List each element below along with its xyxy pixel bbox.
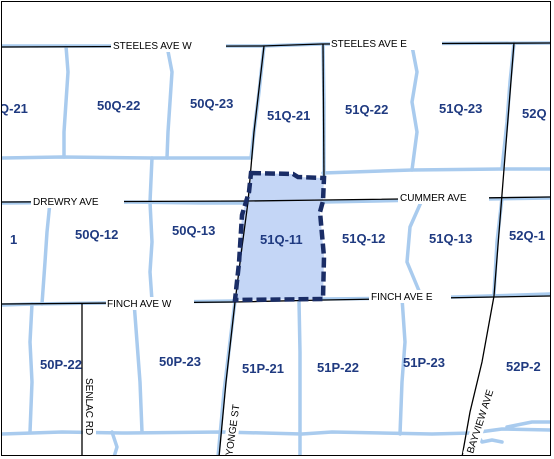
street-label-senlac: SENLAC RD bbox=[83, 378, 94, 435]
selected-tile-51q11[interactable] bbox=[235, 173, 324, 300]
tile-label: 50Q-13 bbox=[172, 223, 215, 238]
tile-label: 51P-23 bbox=[403, 355, 445, 370]
tile-label: 52Q bbox=[522, 106, 547, 121]
tile-label: 50Q-23 bbox=[190, 96, 233, 111]
tile-label: 51Q-12 bbox=[342, 231, 385, 246]
tile-label: 50P-23 bbox=[159, 354, 201, 369]
tile-label: 50P-22 bbox=[40, 357, 82, 372]
tile-label: 51P-22 bbox=[317, 360, 359, 375]
street-label-finch-w: FINCH AVE W bbox=[107, 299, 172, 310]
street-labels: STEELES AVE W STEELES AVE E DREWRY AVE C… bbox=[31, 37, 502, 456]
tile-label: 50Q-22 bbox=[97, 98, 140, 113]
tile-label: 51Q-23 bbox=[439, 101, 482, 116]
tile-label-selected: 51Q-11 bbox=[260, 232, 303, 247]
tile-label: 51Q-22 bbox=[345, 102, 388, 117]
selected-tile-outline bbox=[232, 170, 327, 303]
tile-label: 1 bbox=[10, 232, 17, 247]
tile-label: 50Q-12 bbox=[75, 227, 118, 242]
street-label-steeles-e: STEELES AVE E bbox=[331, 39, 407, 50]
tile-label: 51Q-21 bbox=[267, 108, 310, 123]
street-label-drewry: DREWRY AVE bbox=[33, 197, 99, 208]
tile-label: Q-21 bbox=[2, 101, 28, 116]
tile-label: 52P-2 bbox=[506, 359, 541, 374]
tile-labels: Q-21 50Q-22 50Q-23 51Q-21 51Q-22 51Q-23 … bbox=[2, 96, 547, 376]
tile-label: 51P-21 bbox=[242, 361, 284, 376]
street-label-cummer: CUMMER AVE bbox=[400, 193, 467, 204]
tile-label: 51Q-13 bbox=[429, 231, 472, 246]
street-label-finch-e: FINCH AVE E bbox=[371, 292, 433, 303]
street-label-steeles-w: STEELES AVE W bbox=[113, 41, 192, 52]
tile-label: 52Q-1 bbox=[509, 228, 545, 243]
street-label-yonge: YONGE ST bbox=[224, 404, 242, 456]
